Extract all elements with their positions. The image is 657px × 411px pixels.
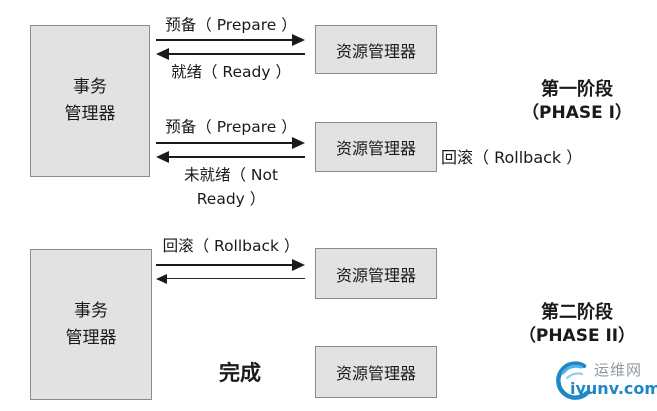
iyunv-swirl-logo-icon	[556, 361, 590, 400]
message-label-rollback: 回滚（ Rollback ）	[162, 237, 300, 255]
arrowhead-right-icon	[292, 259, 305, 271]
transaction-manager-box-phase1: 事务 管理器	[30, 25, 150, 177]
resource-manager-box-3: 资源管理器	[315, 248, 437, 299]
resource-manager-box-1: 资源管理器	[315, 25, 437, 74]
message-label-ready: 就绪（ Ready ）	[171, 63, 291, 81]
arrow-prepare-1	[156, 39, 293, 41]
phase1-title-block: 第一阶段 （PHASE I）	[493, 78, 657, 125]
rollback-note-phase1: 回滚（ Rollback ）	[441, 148, 583, 167]
arrow-prepare-2	[156, 142, 293, 144]
arrow-not-ready	[169, 156, 305, 158]
watermark-domain: iyunv.com	[570, 379, 657, 398]
arrowhead-left-icon	[156, 151, 169, 163]
resource-manager-box-2: 资源管理器	[315, 122, 437, 172]
resource-manager-box-4: 资源管理器	[315, 346, 437, 398]
arrow-rollback-ack	[167, 278, 305, 279]
message-label-not-ready: 未就绪（ Not Ready ）	[183, 166, 279, 208]
phase2-title-block: 第二阶段 （PHASE II）	[493, 301, 657, 348]
arrow-rollback	[156, 264, 293, 266]
message-label-prepare-2: 预备（ Prepare ）	[165, 118, 297, 136]
phase2-subtitle: （PHASE II）	[518, 326, 636, 346]
arrowhead-right-icon	[292, 34, 305, 46]
done-label: 完成	[219, 361, 261, 385]
message-label-prepare-1: 预备（ Prepare ）	[165, 16, 297, 34]
phase1-subtitle: （PHASE I）	[522, 103, 632, 123]
arrowhead-left-icon	[156, 274, 167, 284]
arrowhead-right-icon	[292, 137, 305, 149]
phase2-title: 第二阶段	[541, 302, 613, 323]
watermark-site-name: 运维网	[594, 361, 643, 379]
watermark: 运维网 iyunv.com	[541, 355, 657, 407]
transaction-manager-box-phase2: 事务 管理器	[30, 249, 152, 400]
phase1-title: 第一阶段	[541, 79, 613, 100]
arrow-ready-1	[169, 53, 305, 55]
arrowhead-left-icon	[156, 48, 169, 60]
